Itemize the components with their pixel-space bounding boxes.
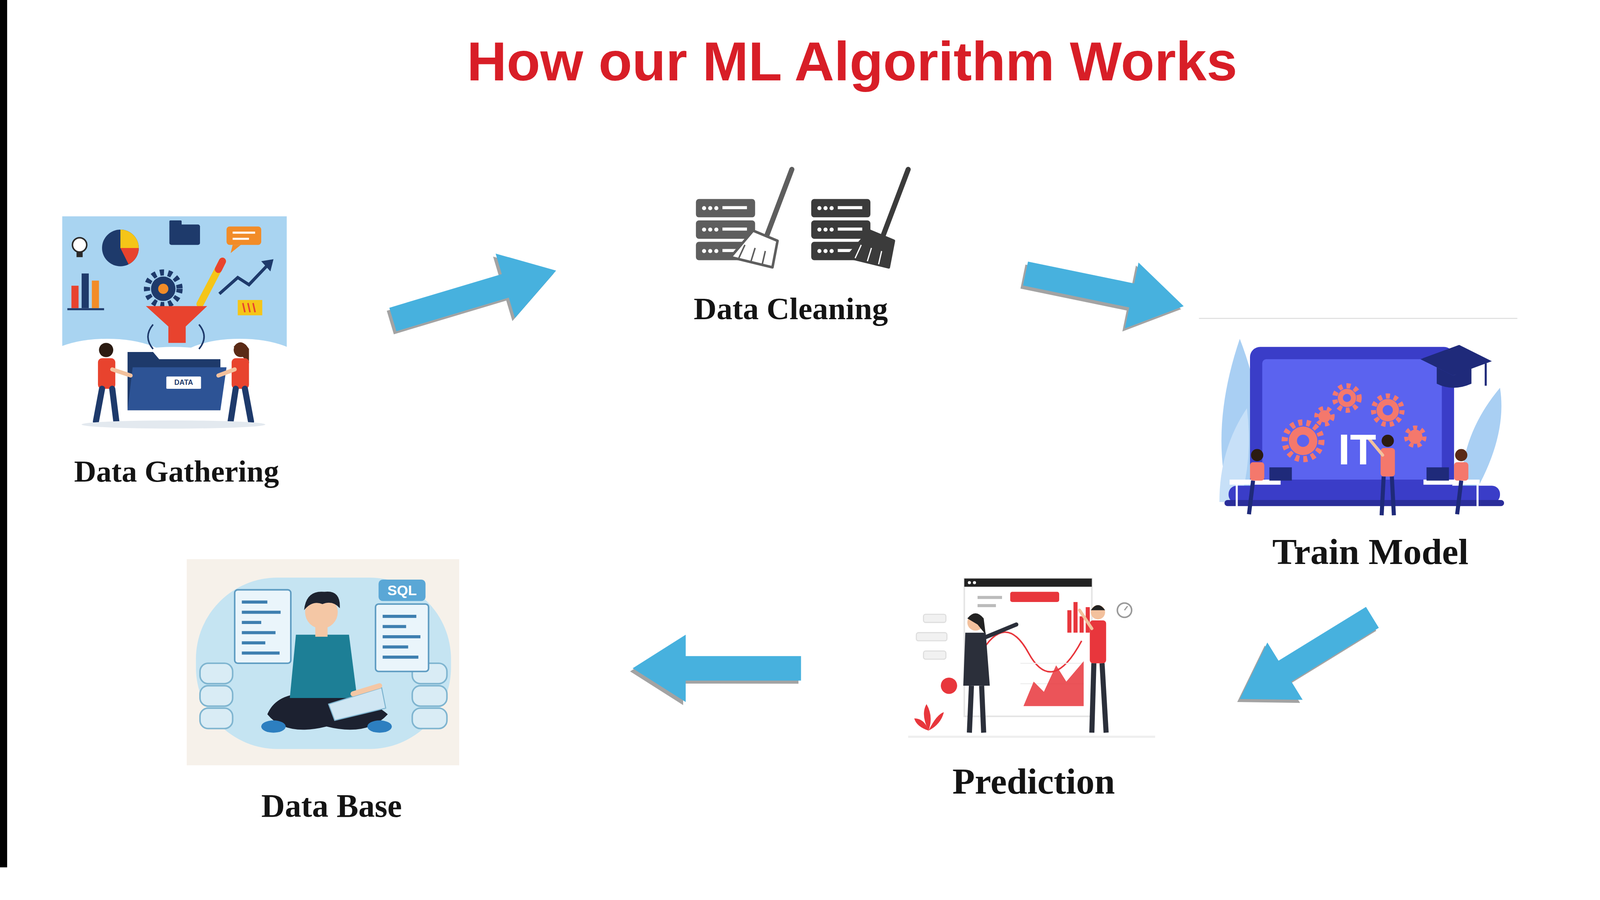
edge-strip xyxy=(0,0,8,868)
illustration-text: IT xyxy=(1338,426,1376,474)
step-label: Train Model xyxy=(1272,530,1469,574)
flow-arrow xyxy=(1239,606,1379,700)
illustrated-step: Data Gathering xyxy=(40,204,393,500)
title-anchor: How our ML Algorithm Works xyxy=(0,0,771,64)
label-anchor: DATA xyxy=(0,0,19,8)
illustrated-step: Prediction xyxy=(801,561,1240,817)
data-cleaning-illustration xyxy=(696,169,909,268)
step-label: Prediction xyxy=(952,760,1115,803)
step-label: Data Base xyxy=(261,787,402,825)
label-anchor: IT xyxy=(0,0,38,48)
illustration-text: SQL xyxy=(387,582,417,599)
label-anchor: SQL xyxy=(0,0,30,16)
diagram-title: How our ML Algorithm Works xyxy=(466,29,1238,93)
step-label: Data Cleaning xyxy=(693,290,888,328)
data-base-illustration xyxy=(186,559,460,766)
flow-arrow xyxy=(632,634,802,702)
illustration-text: DATA xyxy=(174,378,194,387)
train-model-illustration xyxy=(1198,318,1518,516)
illustrated-step: Data Cleaning xyxy=(556,153,1026,337)
data-gathering-illustration xyxy=(44,216,304,429)
flow-arrow xyxy=(1023,261,1184,329)
flow-arrow xyxy=(389,253,556,332)
step-label: Data Gathering xyxy=(74,454,279,490)
prediction-illustration xyxy=(908,578,1155,737)
